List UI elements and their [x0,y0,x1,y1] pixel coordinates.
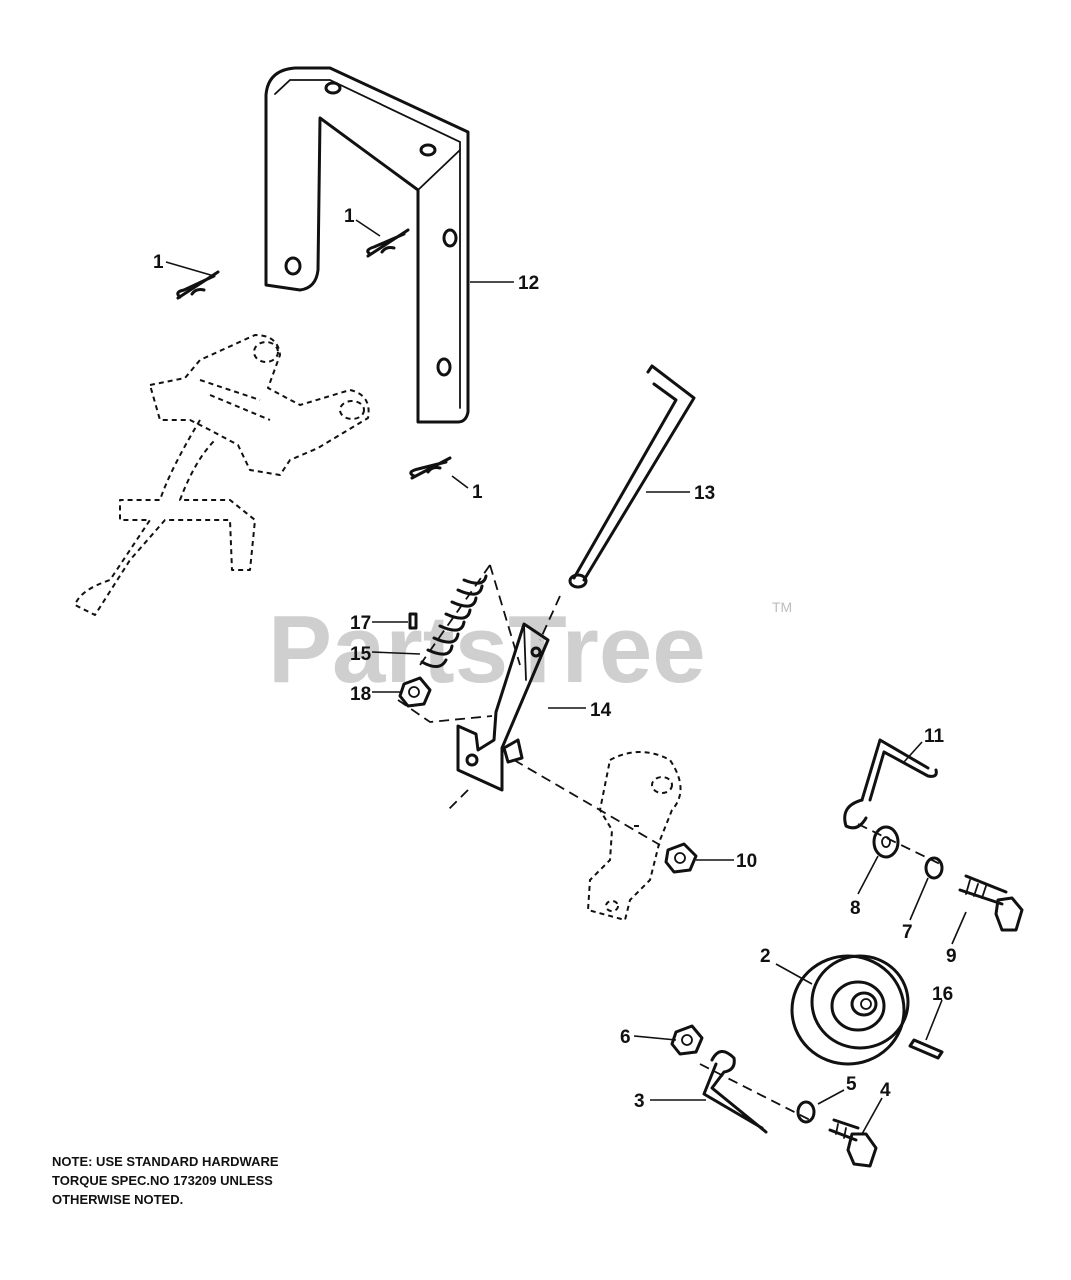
part-2-pulley [790,954,910,1066]
part-5-lockwasher [796,1100,816,1124]
callout-1: 1 [153,252,164,273]
part-1-hairpin-clip [176,270,220,300]
callout-2: 2 [760,946,771,967]
callout-9: 9 [946,946,957,967]
part-13-rod [568,364,696,589]
part-10-locknut [664,842,698,874]
part-11-bent-pin [843,738,938,830]
callout-8: 8 [850,898,861,919]
callout-13: 13 [694,483,715,504]
part-1-hairpin-clip [409,456,452,480]
note-line: TORQUE SPEC.NO 173209 UNLESS [52,1173,273,1188]
callout-15: 15 [350,644,372,665]
part-16-key [908,1038,944,1060]
callout-16: 16 [932,984,953,1005]
callout-11: 11 [924,726,945,747]
callout-17: 17 [350,613,371,634]
part-4-bolt [828,1118,878,1168]
part-14-bracket [456,622,550,792]
watermark-tm: TM [772,599,792,615]
callout-18: 18 [350,684,371,705]
part-3-bent-pin [702,1050,768,1134]
callout-5: 5 [846,1074,857,1095]
part-15-spring [420,574,488,668]
ghost-hitch-assembly [74,334,370,616]
part-8-washer [872,825,900,859]
part-7-lockwasher [924,856,944,880]
ghost-idler-arm [587,751,682,921]
callout-10: 10 [736,851,757,872]
watermark-brand: PartsTree [268,596,706,703]
leader-lines [165,219,967,1135]
part-17-screw [408,612,418,630]
callout-3: 3 [634,1091,645,1112]
part-9-bolt [958,874,1024,932]
callout-12: 12 [518,273,539,294]
callout-6: 6 [620,1027,631,1048]
callout-4: 4 [880,1080,891,1101]
callout-1: 1 [344,206,355,227]
hardware-note: NOTE: USE STANDARD HARDWARE TORQUE SPEC.… [52,1152,372,1209]
note-line: NOTE: USE STANDARD HARDWARE [52,1154,279,1169]
part-6-nut [670,1024,704,1056]
part-18-nut [398,676,432,708]
part-1-hairpin-clip [366,228,410,258]
callout-14: 14 [590,700,612,721]
callout-7: 7 [902,922,913,943]
callout-1: 1 [472,482,483,503]
part-12-bracket [264,66,470,424]
note-line: OTHERWISE NOTED. [52,1192,184,1207]
